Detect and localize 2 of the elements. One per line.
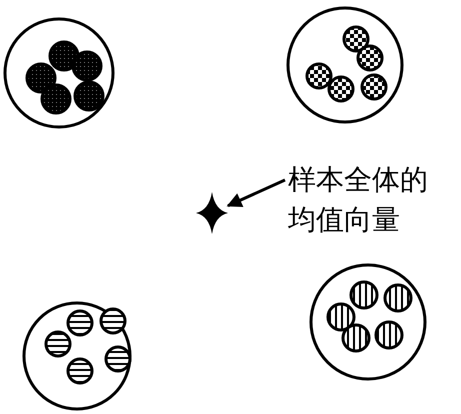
arrow — [226, 178, 286, 208]
annotation-text: 样本全体的均值向量 — [288, 162, 429, 238]
